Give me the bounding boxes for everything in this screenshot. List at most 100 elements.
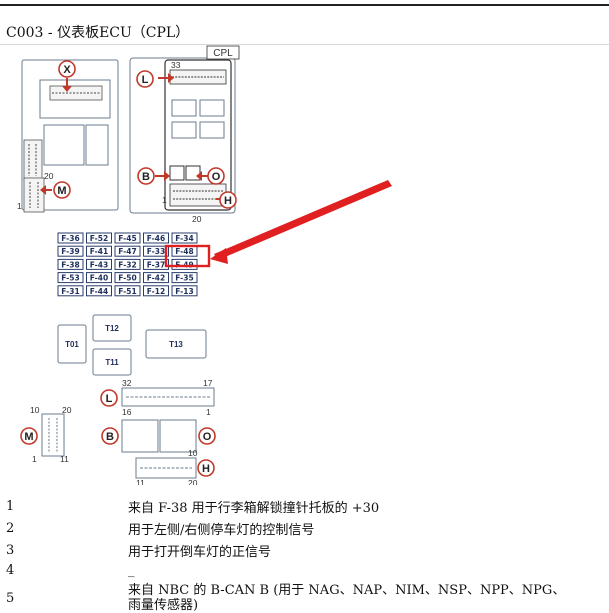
svg-text:F-46: F-46: [147, 234, 165, 243]
relay-t11: T11: [105, 358, 119, 367]
relay-area: T01 T12 T11 T13: [57, 314, 207, 376]
connector-m-detail: 10 20 1 11 M: [20, 405, 72, 464]
pin-description: 用于左侧/右侧停车灯的控制信号: [128, 523, 315, 538]
svg-text:F-36: F-36: [61, 234, 79, 243]
svg-text:10: 10: [30, 405, 40, 415]
svg-text:F-35: F-35: [175, 274, 193, 283]
svg-text:20: 20: [62, 405, 72, 415]
relay-t01: T01: [65, 340, 79, 349]
relay-t12: T12: [105, 324, 119, 333]
svg-text:O: O: [203, 431, 212, 443]
page-title: C003 - 仪表板ECU（CPL）: [6, 25, 190, 41]
pin-number: 2: [6, 521, 15, 536]
svg-text:F-44: F-44: [90, 287, 108, 296]
fuse-f-46: F-46: [143, 232, 169, 244]
callout-x: X: [58, 60, 76, 78]
svg-text:10: 10: [188, 448, 198, 458]
svg-text:H: H: [202, 463, 210, 475]
pin-label-top-33: 33: [171, 60, 181, 70]
fuse-grid: F-36 F-52 F-45 F-46 F-34F-39 F-41 F-47 F-33 F-48…: [57, 232, 198, 297]
highlight-arrow: [210, 180, 392, 264]
pin-number: 4: [6, 563, 15, 578]
svg-text:F-48: F-48: [175, 247, 193, 256]
svg-text:F-34: F-34: [175, 234, 193, 243]
fuse-f-40: F-40: [86, 272, 112, 284]
connector-h-detail: 10 11 20 H: [135, 448, 215, 485]
svg-text:F-50: F-50: [118, 274, 136, 283]
header-rule: [0, 4, 609, 6]
fuse-f-52: F-52: [86, 232, 112, 244]
svg-text:F-53: F-53: [61, 274, 79, 283]
fuse-f-51: F-51: [114, 285, 141, 297]
connector-b-o-detail: B O: [101, 419, 216, 453]
fuse-f-41: F-41: [86, 245, 112, 257]
svg-text:F-51: F-51: [118, 287, 136, 296]
svg-text:F-47: F-47: [118, 247, 136, 256]
fuse-f-12: F-12: [143, 285, 169, 297]
fuse-highlight-box: [164, 244, 211, 268]
fuse-f-31: F-31: [57, 285, 84, 297]
svg-text:M: M: [57, 185, 66, 197]
svg-text:H: H: [224, 195, 232, 207]
fuse-f-45: F-45: [114, 232, 141, 244]
svg-text:F-42: F-42: [147, 274, 165, 283]
pin-description: 来自 NBC 的 B-CAN B (用于 NAG、NAP、NIM、NSP、NPP…: [128, 583, 566, 598]
svg-text:F-41: F-41: [90, 247, 108, 256]
title-divider: [0, 44, 609, 45]
svg-text:X: X: [63, 64, 71, 76]
fuse-f-33: F-33: [143, 245, 169, 257]
connector-diagram: 20 1 X M CPL 33 1 20: [17, 45, 392, 485]
cpl-label: CPL: [213, 48, 233, 59]
pin-label-h-1: 1: [162, 195, 167, 205]
pin-label-left-1: 1: [17, 201, 22, 211]
svg-text:1: 1: [32, 454, 37, 464]
svg-text:B: B: [142, 171, 150, 183]
svg-text:11: 11: [60, 454, 69, 464]
svg-text:F-37: F-37: [147, 260, 165, 269]
svg-text:O: O: [212, 171, 221, 183]
svg-text:F-32: F-32: [118, 260, 136, 269]
fuse-f-13: F-13: [171, 285, 198, 297]
left-panel: 20 1: [17, 59, 119, 213]
svg-text:M: M: [24, 431, 33, 443]
relay-t13: T13: [169, 340, 183, 349]
fuse-f-53: F-53: [57, 272, 84, 284]
svg-text:L: L: [106, 393, 113, 405]
fuse-f-39: F-39: [57, 245, 84, 257]
pin-description: 雨量传感器): [128, 598, 199, 613]
connector-l-detail: 32 17 16 1 L: [100, 378, 215, 417]
svg-text:F-31: F-31: [61, 287, 79, 296]
fuse-f-36: F-36: [57, 232, 84, 244]
svg-text:F-33: F-33: [147, 247, 165, 256]
svg-text:F-39: F-39: [61, 247, 79, 256]
svg-text:F-45: F-45: [118, 234, 136, 243]
svg-text:16: 16: [122, 407, 132, 417]
svg-text:1: 1: [206, 407, 211, 417]
pin-description: 来自 F-38 用于行李箱解锁撞针托板的 +30: [128, 501, 380, 516]
pin-description: 用于打开倒车灯的正信号: [128, 545, 272, 560]
fuse-f-43: F-43: [86, 258, 112, 270]
pin-label-h-20: 20: [192, 214, 202, 224]
svg-text:F-40: F-40: [90, 274, 108, 283]
svg-text:17: 17: [203, 378, 213, 388]
svg-text:F-52: F-52: [90, 234, 108, 243]
fuse-f-42: F-42: [143, 272, 169, 284]
fuse-f-50: F-50: [114, 272, 141, 284]
pin-number: 1: [6, 499, 15, 514]
svg-text:F-13: F-13: [175, 287, 193, 296]
svg-text:11: 11: [136, 478, 145, 485]
fuse-f-47: F-47: [114, 245, 141, 257]
fuse-f-35: F-35: [171, 272, 198, 284]
pin-number: 3: [6, 543, 15, 558]
fuse-f-48: F-48: [171, 245, 198, 257]
callout-h: H: [219, 191, 237, 209]
fuse-f-37: F-37: [143, 258, 169, 270]
pin-label-left-20: 20: [44, 171, 54, 181]
svg-text:20: 20: [188, 478, 198, 485]
svg-text:F-43: F-43: [90, 260, 108, 269]
callout-o: O: [207, 167, 225, 185]
svg-text:F-12: F-12: [147, 287, 165, 296]
callout-b: B: [137, 167, 155, 185]
svg-text:B: B: [106, 431, 114, 443]
fuse-f-32: F-32: [114, 258, 141, 270]
